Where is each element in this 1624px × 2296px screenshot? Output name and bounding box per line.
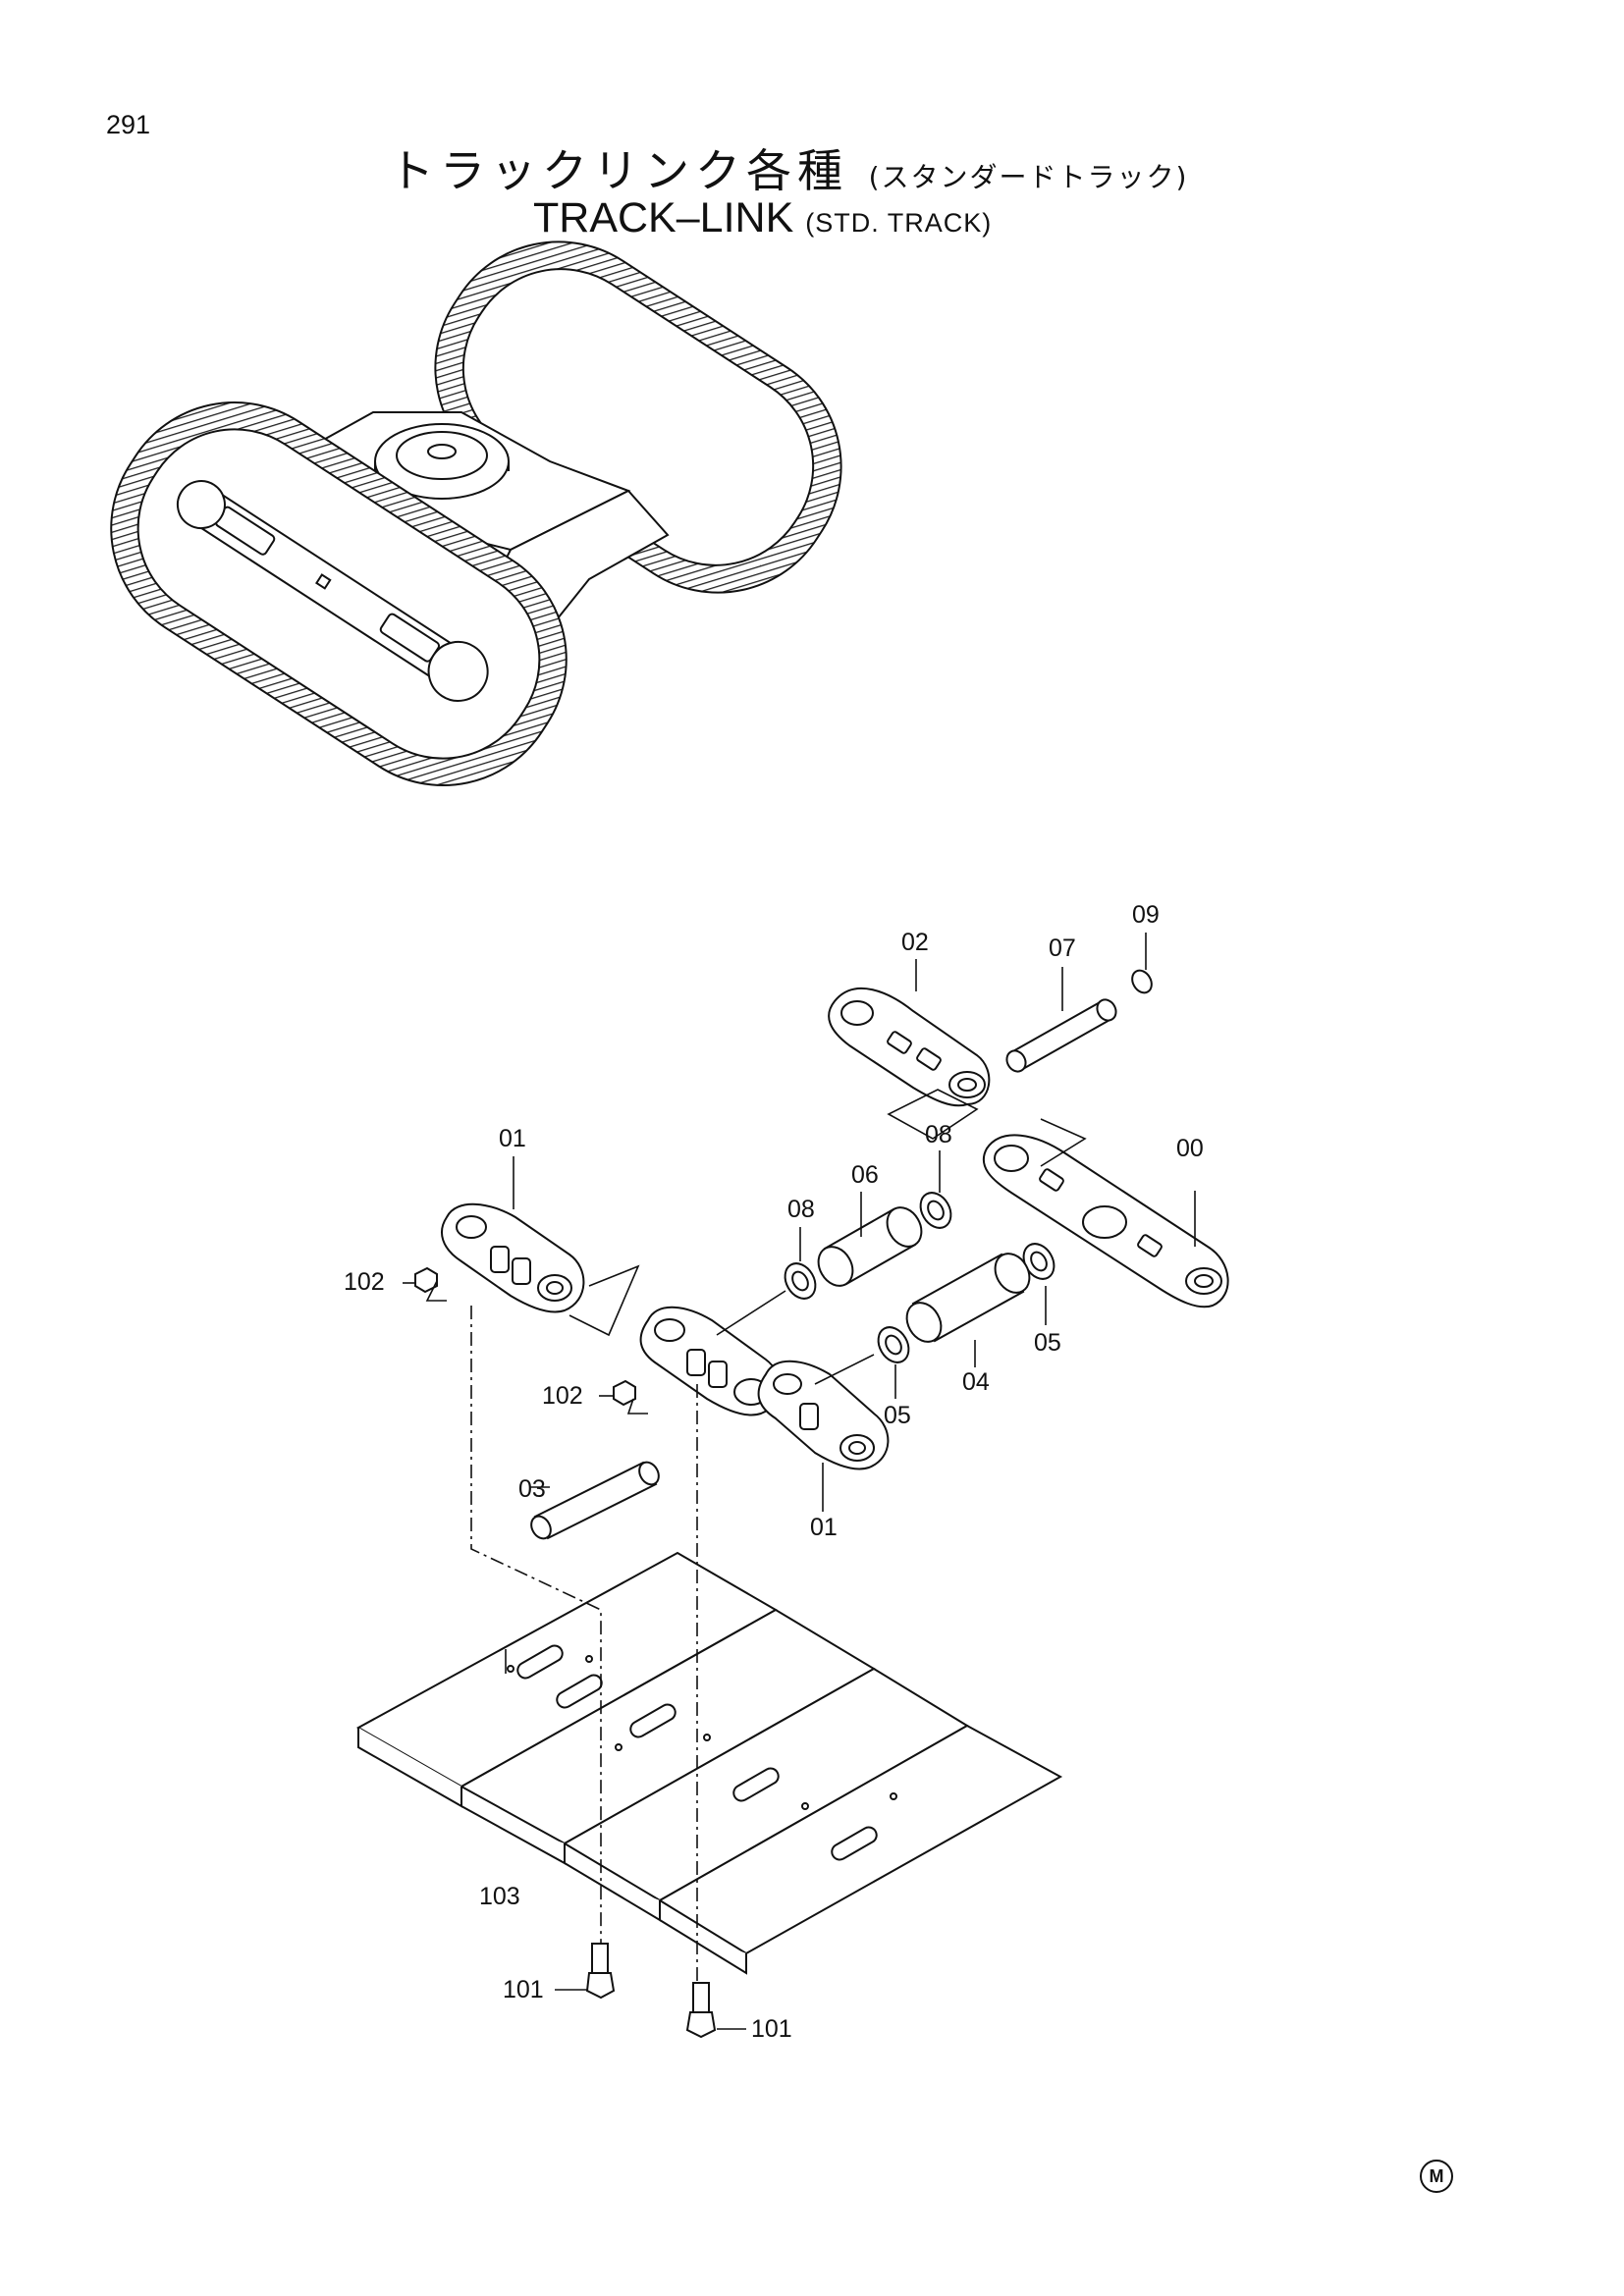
seal-05-left-inner	[885, 1334, 902, 1356]
front-crawler-track	[110, 401, 568, 786]
callout-101-left: 101	[503, 1976, 544, 2003]
link-02	[828, 987, 991, 1107]
callout-02: 02	[901, 929, 929, 956]
nut-102-lower	[613, 1379, 636, 1407]
title-english: TRACK–LINK (STD. TRACK)	[533, 194, 992, 242]
exploded-parts	[355, 969, 1229, 2039]
title-japanese: トラックリンク各種 (スタンダードトラック)	[389, 135, 1188, 200]
callout-05-left: 05	[884, 1402, 911, 1429]
bushing-06	[817, 1206, 923, 1287]
callout-05-right: 05	[1034, 1329, 1061, 1357]
callout-01-lower: 01	[810, 1514, 838, 1541]
page-number: 291	[106, 110, 151, 139]
undercarriage-illustration	[110, 240, 842, 786]
pin-07	[1005, 998, 1117, 1073]
callout-102-upper: 102	[344, 1268, 385, 1296]
link-01-upper	[441, 1202, 585, 1313]
link-01-lower	[757, 1360, 890, 1470]
callout-09: 09	[1132, 901, 1160, 929]
rear-crawler-track	[434, 240, 842, 594]
seal-08-left-inner	[791, 1270, 809, 1292]
callout-07: 07	[1049, 934, 1076, 962]
callout-00: 00	[1176, 1135, 1204, 1162]
title-japanese-sub: (スタンダードトラック)	[868, 161, 1189, 193]
callout-06: 06	[851, 1161, 879, 1189]
callout-labels: 09 02 07 08 00 01 06 08 102 05 04 102 05…	[344, 901, 1204, 2043]
callout-01-upper: 01	[499, 1125, 526, 1152]
bolt-101-right	[685, 1982, 717, 2039]
bolt-101-left	[585, 1943, 616, 2000]
nut-102-upper	[414, 1266, 438, 1294]
corner-mark: M	[1420, 2160, 1453, 2193]
callout-04: 04	[962, 1368, 990, 1396]
seal-05-right-inner	[1030, 1251, 1048, 1272]
callout-08-right: 08	[925, 1121, 952, 1148]
bushing-04	[905, 1253, 1031, 1343]
leader-lines	[403, 933, 1196, 2030]
track-shoes-103	[355, 1551, 1063, 1975]
callout-101-right: 101	[751, 2015, 792, 2043]
callout-102-lower: 102	[542, 1382, 583, 1410]
seal-08-right-inner	[927, 1200, 945, 1221]
title-english-sub: (STD. TRACK)	[805, 208, 993, 238]
title-japanese-main: トラックリンク各種	[389, 144, 848, 197]
callout-03: 03	[518, 1475, 546, 1503]
snap-ring-09	[1131, 969, 1153, 994]
callout-103: 103	[479, 1883, 520, 1910]
pin-03	[530, 1461, 660, 1540]
callout-08-left: 08	[787, 1196, 815, 1223]
title-english-main: TRACK–LINK	[533, 194, 794, 241]
link-assembly-00	[982, 1134, 1229, 1308]
